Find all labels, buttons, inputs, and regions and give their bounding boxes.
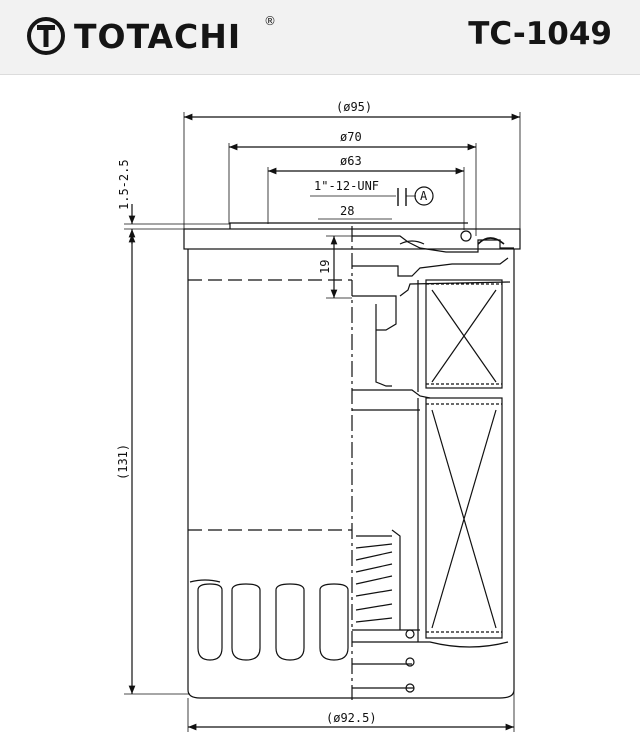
part-number: TC-1049 xyxy=(468,16,612,52)
brand-emblem-icon xyxy=(27,17,65,55)
dim-thread-depth: 19 xyxy=(318,260,332,274)
dim-thread: 1"-12-UNF xyxy=(314,179,379,193)
dim-gasket-inner-diameter: ø63 xyxy=(340,154,362,168)
detail-ref-a: A xyxy=(420,189,428,203)
brand-logo: TOTACHI xyxy=(26,14,241,58)
dim-outer-diameter: (ø95) xyxy=(336,100,372,114)
dim-top-height-range: 1.5-2.5 xyxy=(117,159,131,210)
registered-mark: ® xyxy=(264,14,276,28)
dim-overall-height: (131) xyxy=(116,444,130,480)
dim-gasket-outer-diameter: ø70 xyxy=(340,130,362,144)
header-bar: TOTACHI ® TC-1049 xyxy=(0,0,640,75)
section-view xyxy=(352,230,514,693)
technical-drawing: (ø95) ø70 ø63 A 1"-12-UNF 28 1.5-2.5 19 … xyxy=(116,100,521,732)
dim-body-diameter: (ø92.5) xyxy=(326,711,377,725)
dim-wrench-flats: 28 xyxy=(340,204,354,218)
grip-ribs xyxy=(189,579,349,661)
brand-name: TOTACHI xyxy=(74,16,242,56)
